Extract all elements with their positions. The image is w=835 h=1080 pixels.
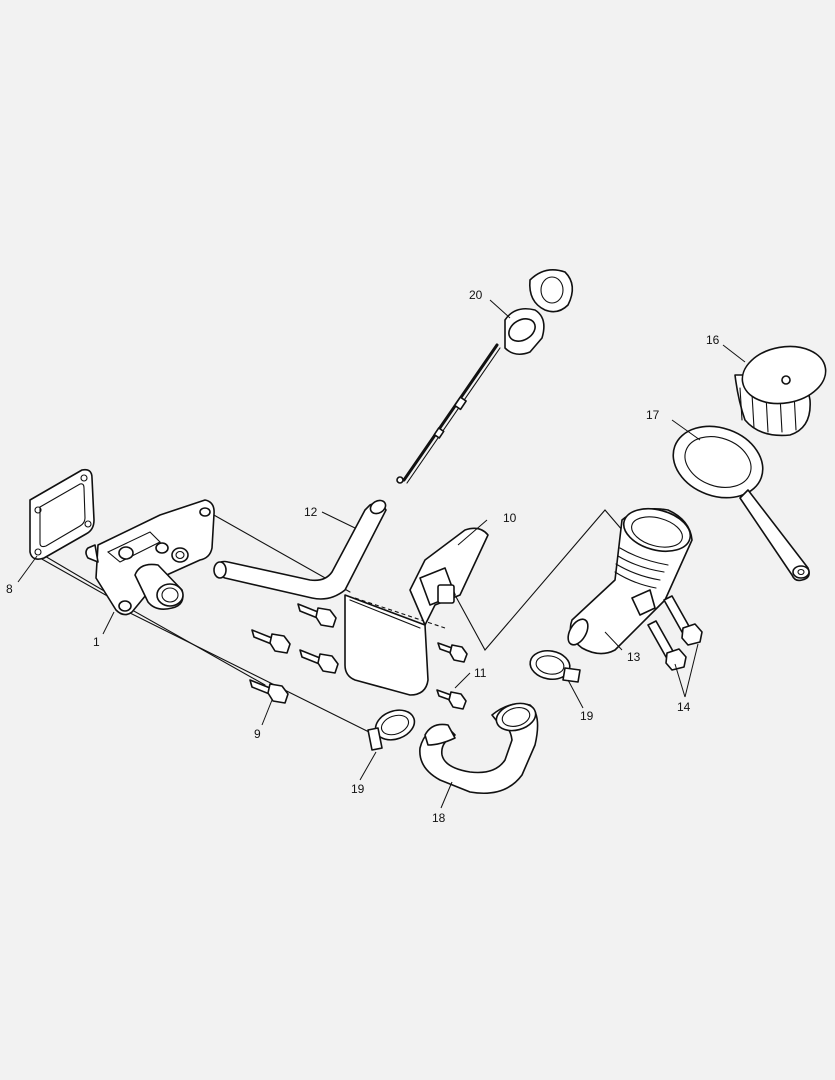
bolt-11b bbox=[436, 689, 467, 710]
bolt-14a bbox=[663, 595, 703, 646]
callout-14: 14 bbox=[677, 700, 691, 714]
leader-lines bbox=[17, 299, 746, 809]
callout-19-upper: 19 bbox=[580, 709, 594, 723]
housing-part-1 bbox=[85, 499, 215, 616]
callout-8: 8 bbox=[6, 582, 13, 596]
callout-1: 1 bbox=[93, 635, 100, 649]
hose-part-18 bbox=[419, 702, 539, 794]
callout-9: 9 bbox=[254, 727, 261, 741]
callout-11: 11 bbox=[474, 666, 487, 680]
callout-10: 10 bbox=[503, 511, 517, 525]
callout-16: 16 bbox=[706, 333, 720, 347]
callout-12: 12 bbox=[304, 505, 318, 519]
bolt-9a bbox=[249, 679, 289, 704]
callout-labels: 8 1 9 10 11 12 13 14 16 17 18 19 19 20 bbox=[6, 288, 720, 825]
dipstick-tube-part-12 bbox=[213, 499, 387, 600]
bolts-part-9-11 bbox=[249, 603, 468, 710]
cap-part-16 bbox=[734, 345, 827, 437]
callout-19-lower: 19 bbox=[351, 782, 365, 796]
bolt-11a bbox=[437, 642, 468, 663]
bolt-9b bbox=[251, 629, 291, 654]
clamp-part-19-upper bbox=[529, 649, 581, 683]
bracket-part-10 bbox=[344, 527, 489, 696]
seal-part-17 bbox=[672, 425, 810, 582]
bolt-9d bbox=[297, 603, 337, 628]
gasket-part-8 bbox=[29, 468, 95, 560]
bolt-9c bbox=[299, 649, 339, 674]
callout-20: 20 bbox=[469, 288, 483, 302]
filler-neck-part-13 bbox=[567, 507, 693, 655]
bolts-part-14 bbox=[647, 595, 703, 671]
callout-13: 13 bbox=[627, 650, 641, 664]
alignment-lines bbox=[37, 509, 636, 736]
callout-18: 18 bbox=[432, 811, 446, 825]
callout-17: 17 bbox=[646, 408, 660, 422]
clamp-part-19-lower bbox=[367, 709, 416, 751]
bolt-14b bbox=[647, 620, 687, 671]
dipstick-part-20 bbox=[396, 269, 574, 484]
